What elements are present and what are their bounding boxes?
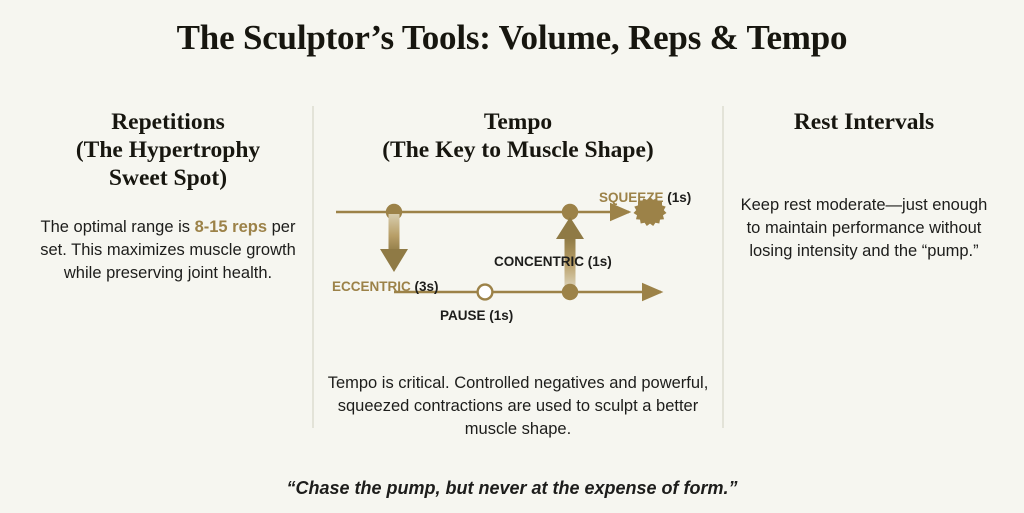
- pause-label-duration: (1s): [489, 308, 514, 323]
- repetitions-body-after: per set. This maximizes muscle growth wh…: [40, 218, 296, 282]
- concentric-arrow-icon: [556, 217, 584, 288]
- marker-pause: [476, 283, 494, 301]
- column-divider-left: [312, 106, 314, 428]
- concentric-label-duration: (1s): [587, 254, 612, 269]
- repetitions-heading: Repetitions (The Hypertrophy Sweet Spot): [38, 108, 298, 192]
- tempo-heading: Tempo (The Key to Muscle Shape): [322, 108, 714, 164]
- repetitions-body: The optimal range is 8-15 reps per set. …: [38, 216, 298, 285]
- eccentric-arrow-icon: [380, 214, 408, 272]
- page-title: The Sculptor’s Tools: Volume, Reps & Tem…: [176, 18, 848, 57]
- repetitions-heading-line-3: Sweet Spot): [108, 165, 228, 191]
- tempo-heading-line-1: Tempo: [483, 109, 553, 135]
- rest-intervals-body: Keep rest moderate—just enough to mainta…: [740, 196, 988, 260]
- repetitions-heading-line-1: Repetitions: [111, 109, 225, 135]
- column-tempo: Tempo (The Key to Muscle Shape): [322, 108, 714, 164]
- eccentric-label: ECCENTRIC (3s): [332, 279, 439, 294]
- concentric-label-name: CONCENTRIC: [494, 254, 584, 269]
- squeeze-label-duration: (1s): [667, 190, 692, 205]
- repetitions-heading-line-2: (The Hypertrophy: [75, 137, 261, 163]
- column-rest-intervals: Rest Intervals Keep rest moderate—just e…: [736, 108, 992, 263]
- marker-concentric-end: [561, 203, 579, 221]
- squeeze-label: SQUEEZE (1s): [599, 190, 691, 205]
- squeeze-icon: [633, 197, 667, 226]
- rest-intervals-heading: Rest Intervals: [793, 109, 935, 135]
- column-divider-right: [722, 106, 724, 428]
- timeline-bottom-group: [394, 282, 664, 302]
- eccentric-label-name: ECCENTRIC: [332, 279, 411, 294]
- repetitions-rep-range-highlight: 8-15 reps: [194, 218, 268, 236]
- tempo-heading-line-2: (The Key to Muscle Shape): [382, 137, 654, 163]
- pause-label-name: PAUSE: [440, 308, 486, 323]
- marker-concentric-start: [561, 283, 579, 301]
- eccentric-label-duration: (3s): [414, 279, 439, 294]
- timeline-top-group: [336, 202, 632, 222]
- pause-label: PAUSE (1s): [440, 308, 513, 323]
- squeeze-label-name: SQUEEZE: [599, 190, 664, 205]
- footer-quote: “Chase the pump, but never at the expens…: [286, 478, 738, 498]
- repetitions-body-before: The optimal range is: [40, 218, 195, 236]
- tempo-diagram: SQUEEZE (1s) ECCENTRIC (3s) CONCENTRIC (…: [322, 183, 714, 335]
- tempo-body: Tempo is critical. Controlled negatives …: [327, 373, 709, 438]
- column-repetitions: Repetitions (The Hypertrophy Sweet Spot)…: [38, 108, 298, 285]
- concentric-label: CONCENTRIC (1s): [494, 254, 612, 269]
